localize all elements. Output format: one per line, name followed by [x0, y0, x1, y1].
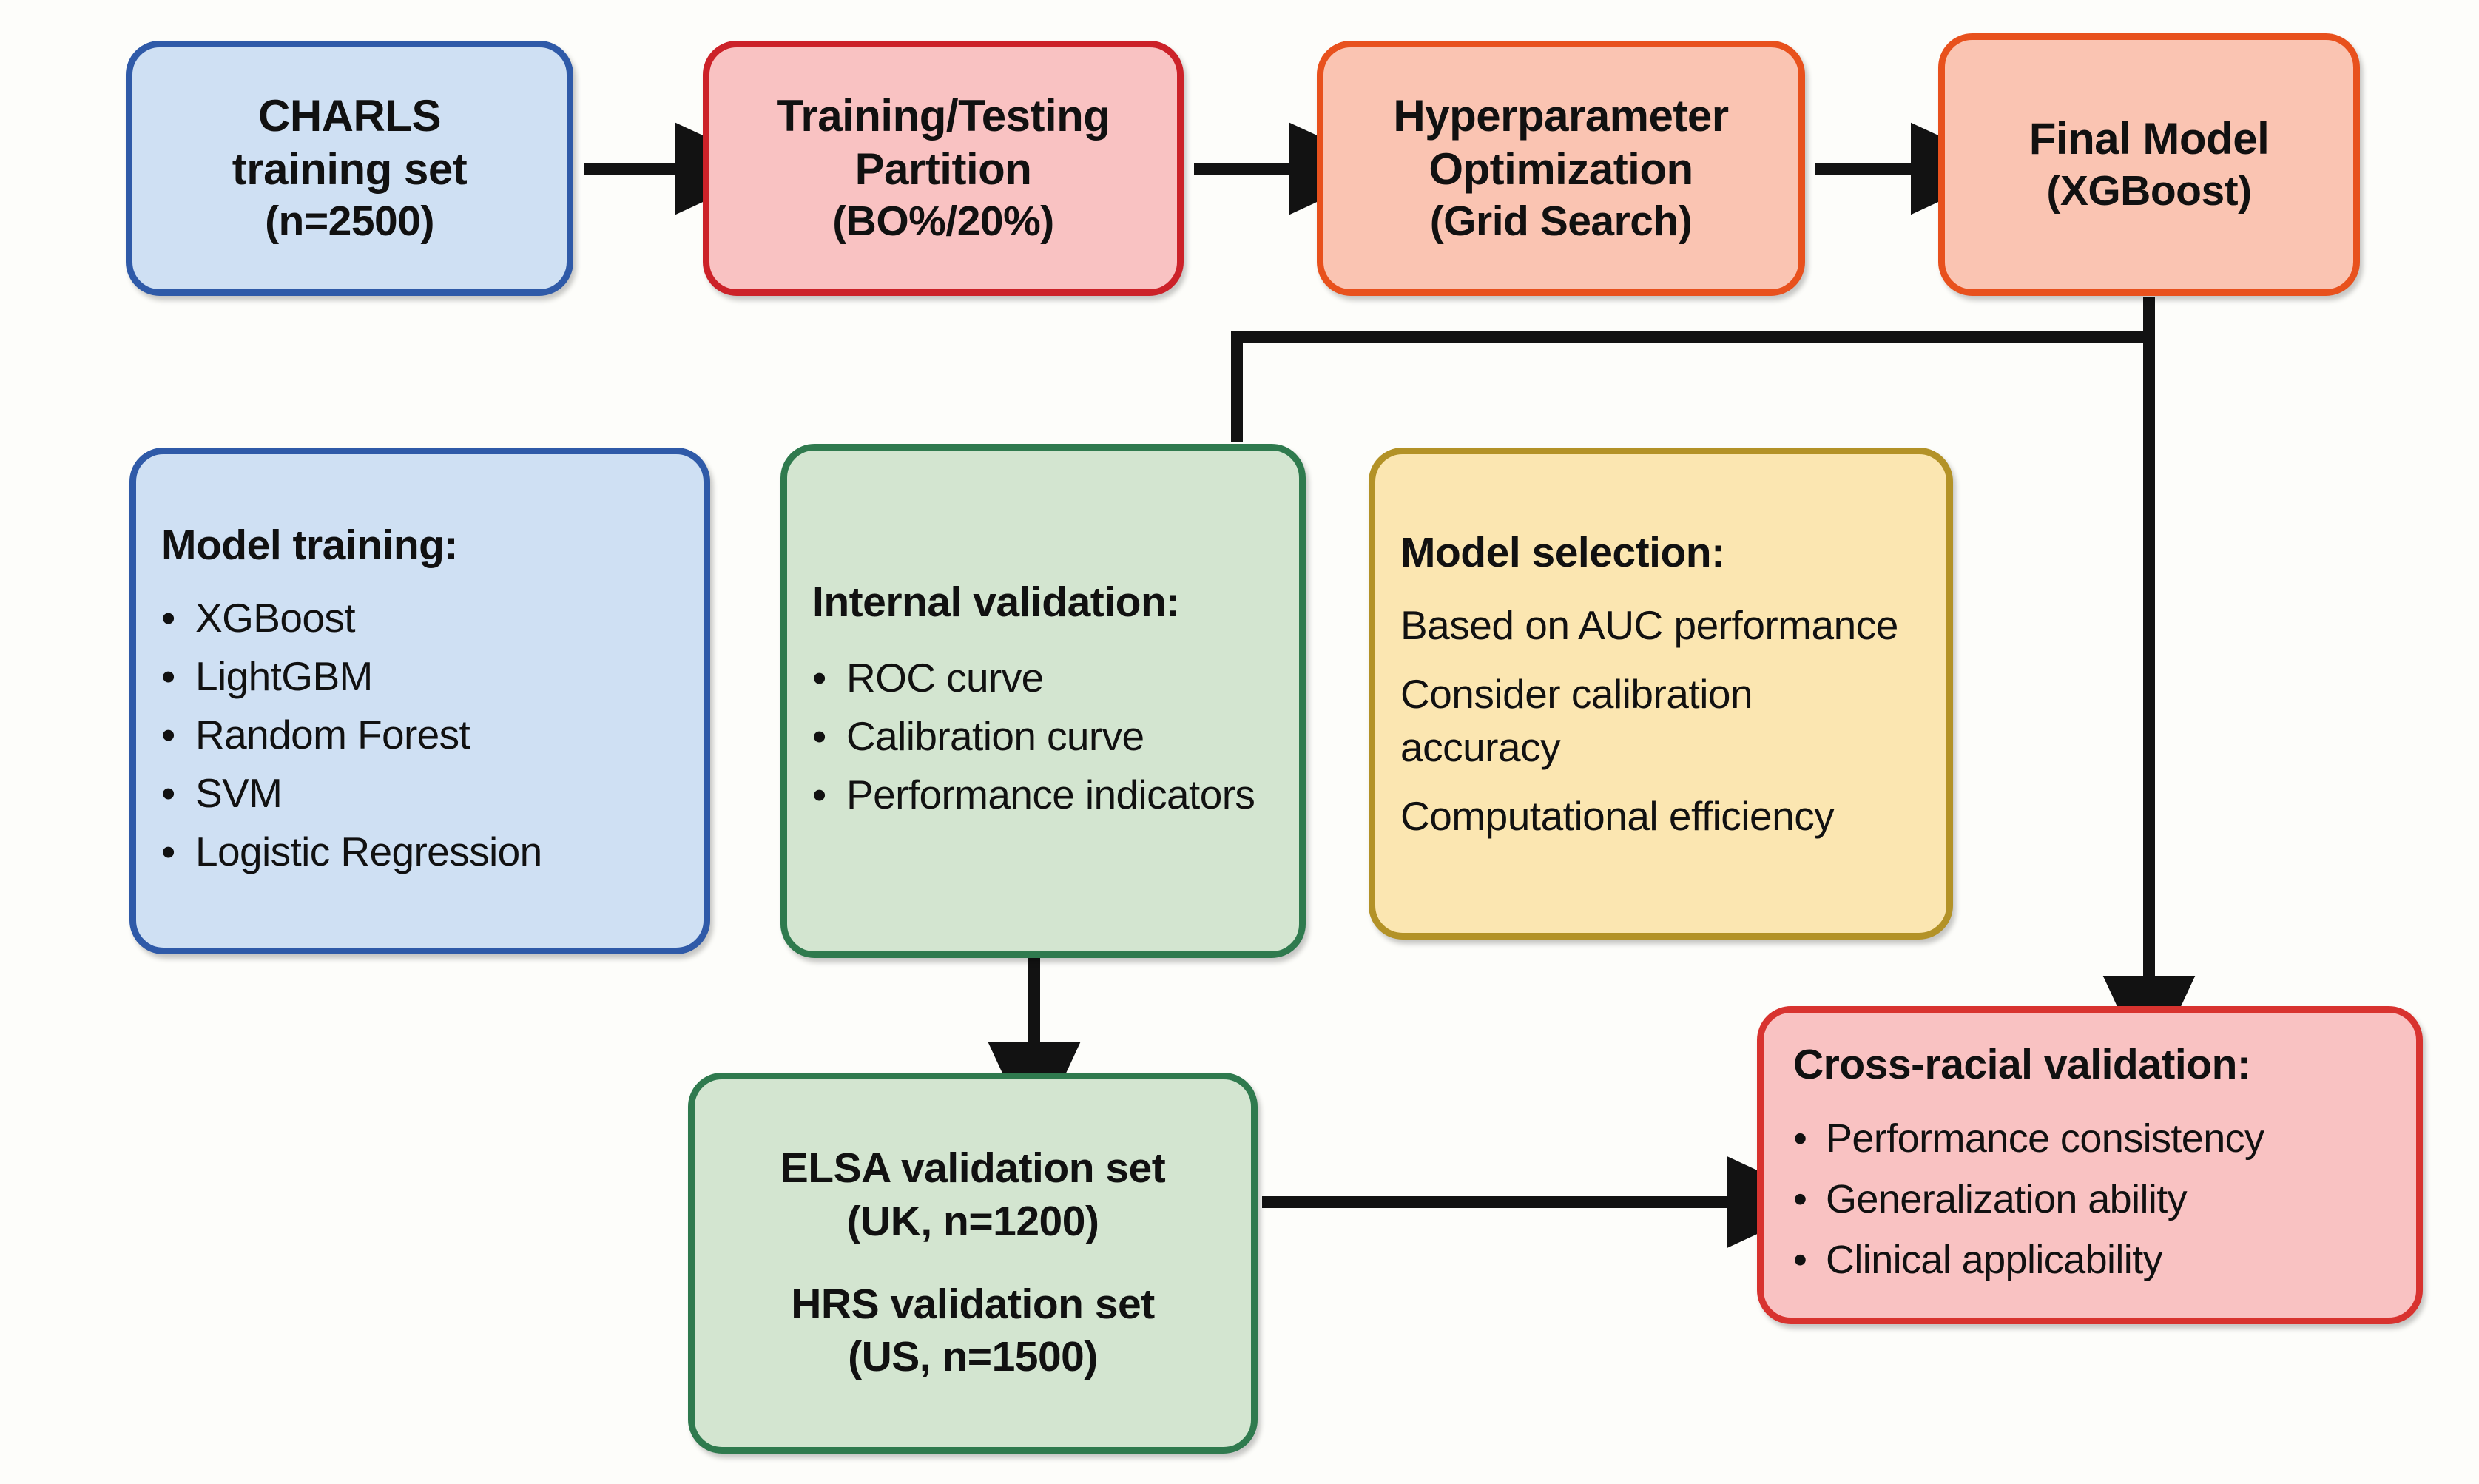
cross-racial-validation-title: Cross-racial validation: — [1793, 1040, 2251, 1088]
bullet-icon: • — [812, 772, 826, 818]
final-line-2: (XGBoost) — [2046, 166, 2252, 215]
internal-validation-title: Internal validation: — [812, 578, 1180, 626]
bullet-icon: • — [1793, 1238, 1807, 1283]
node-hyperparameter-optimization[interactable]: Hyperparameter Optimization (Grid Search… — [1317, 41, 1805, 296]
hyper-line-2: Optimization — [1429, 144, 1693, 194]
list-item: • Generalization ability — [1793, 1169, 2387, 1230]
bullet-icon: • — [161, 711, 175, 758]
model-selection-title: Model selection: — [1400, 528, 1725, 576]
model-selection-line-1: Based on AUC performance — [1400, 601, 1898, 648]
list-item: • XGBoost — [161, 589, 678, 647]
list-item: • Performance consistency — [1793, 1108, 2387, 1169]
hrs-line-1: HRS validation set — [791, 1280, 1155, 1328]
charls-line-1: CHARLS — [258, 90, 442, 141]
bullet-icon: • — [812, 712, 826, 759]
model-selection-line-3: Computational efficiency — [1400, 793, 1835, 839]
list-item: • Performance indicators — [812, 766, 1274, 824]
cross-racial-validation-list: • Performance consistency • Generalizati… — [1793, 1108, 2387, 1290]
bullet-icon: • — [161, 652, 175, 699]
bullet-icon: • — [161, 594, 175, 641]
list-item: • LightGBM — [161, 647, 678, 706]
list-item: • ROC curve — [812, 649, 1274, 707]
elsa-line-1: ELSA validation set — [780, 1144, 1166, 1192]
connector-final-to-internal — [1231, 297, 2155, 442]
charls-line-2: training set — [232, 144, 468, 194]
model-training-title: Model training: — [161, 521, 458, 569]
bullet-icon: • — [161, 770, 175, 817]
model-training-list: • XGBoost • LightGBM • Random Forest • S… — [161, 589, 678, 882]
partition-line-2: Partition — [854, 144, 1032, 194]
charls-line-3: (n=2500) — [265, 197, 434, 245]
hyper-line-3: (Grid Search) — [1429, 197, 1693, 245]
node-final-model[interactable]: Final Model (XGBoost) — [1938, 33, 2360, 296]
bullet-icon: • — [1793, 1116, 1807, 1161]
partition-line-3: (BO%/20%) — [832, 197, 1054, 245]
model-selection-line-2: Consider calibration accuracy — [1400, 671, 1753, 770]
list-item: • SVM — [161, 764, 678, 823]
node-training-testing-partition[interactable]: Training/Testing Partition (BO%/20%) — [703, 41, 1184, 296]
list-item: • Random Forest — [161, 706, 678, 764]
node-internal-validation[interactable]: Internal validation: • ROC curve • Calib… — [780, 444, 1306, 958]
node-cross-racial-validation[interactable]: Cross-racial validation: • Performance c… — [1757, 1006, 2423, 1324]
bullet-icon: • — [812, 654, 826, 701]
internal-validation-list: • ROC curve • Calibration curve • Perfor… — [812, 649, 1274, 825]
node-charls-training-set[interactable]: CHARLS training set (n=2500) — [126, 41, 573, 296]
hyper-line-1: Hyperparameter — [1393, 90, 1729, 141]
list-item: • Logistic Regression — [161, 823, 678, 881]
node-elsa-hrs-validation-sets[interactable]: ELSA validation set (UK, n=1200) HRS val… — [688, 1073, 1258, 1454]
bullet-icon: • — [161, 829, 175, 875]
node-model-training[interactable]: Model training: • XGBoost • LightGBM • R… — [129, 448, 710, 954]
bullet-icon: • — [1793, 1176, 1807, 1221]
list-item: • Clinical applicability — [1793, 1230, 2387, 1290]
partition-line-1: Training/Testing — [776, 90, 1110, 141]
elsa-line-2: (UK, n=1200) — [846, 1197, 1099, 1245]
node-model-selection[interactable]: Model selection: Based on AUC performanc… — [1369, 448, 1953, 940]
list-item: • Calibration curve — [812, 707, 1274, 766]
final-line-1: Final Model — [2028, 113, 2270, 163]
hrs-line-2: (US, n=1500) — [848, 1333, 1098, 1381]
